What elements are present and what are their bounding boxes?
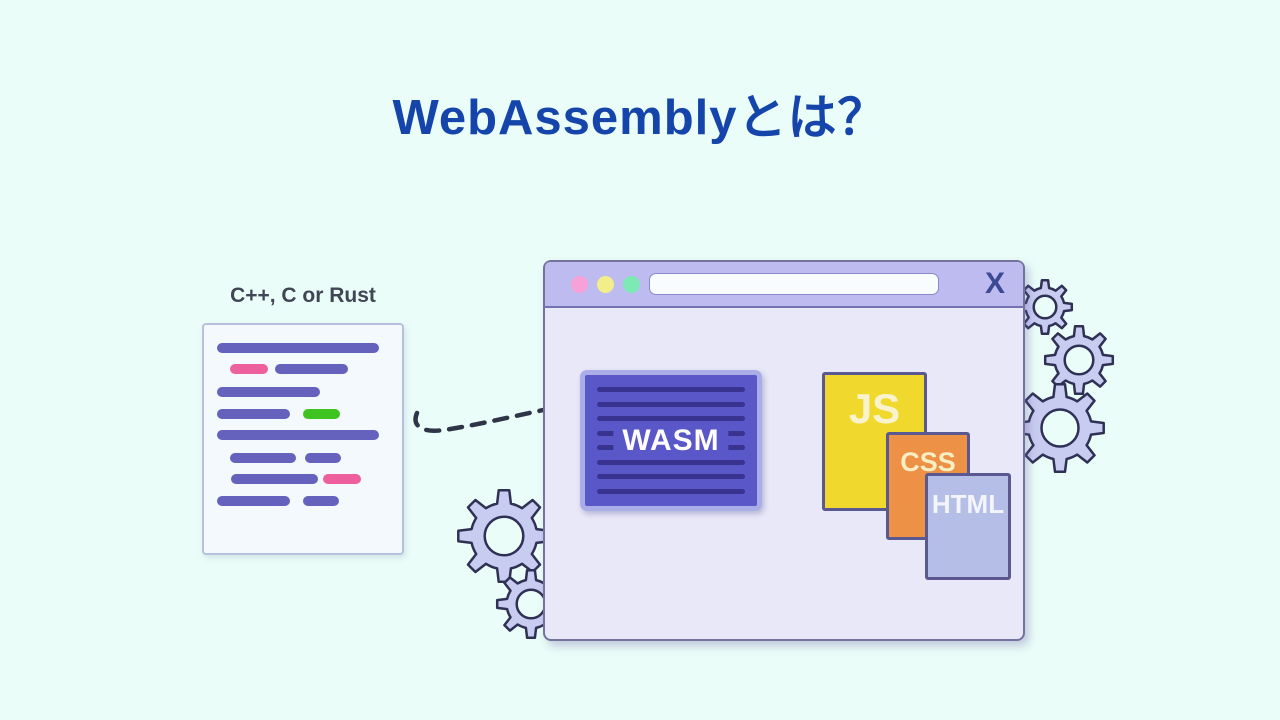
js-card-label: JS (848, 385, 901, 432)
html-card-label: HTML (931, 489, 1005, 519)
code-line-bar (217, 496, 290, 506)
wasm-code-line (597, 488, 745, 494)
address-bar-input[interactable] (649, 273, 939, 295)
window-dot-yellow[interactable] (597, 275, 614, 293)
code-line-bar (217, 430, 379, 440)
wasm-label: WASM (613, 421, 729, 460)
browser-titlebar: X (545, 262, 1023, 308)
code-line-bar (231, 474, 318, 484)
code-line-bar (323, 474, 361, 484)
wasm-code-line (597, 416, 745, 422)
wasm-code-line (597, 401, 745, 407)
css-card-label: CSS (900, 447, 956, 477)
code-line-bar (217, 387, 320, 397)
page-title: WebAssemblyとは？ (392, 91, 888, 145)
code-line-bar (275, 364, 348, 374)
gear-hole (515, 588, 547, 620)
window-dot-green[interactable] (623, 275, 640, 293)
code-line-bar (230, 364, 268, 374)
code-line-bar (217, 409, 290, 419)
wasm-module-panel: WASM (580, 370, 762, 511)
gear-hole (1040, 408, 1080, 448)
source-code-file (202, 323, 404, 555)
wasm-code-line (597, 474, 745, 480)
wasm-code-line (597, 459, 745, 465)
close-window-icon[interactable]: X (984, 267, 1005, 300)
code-line-bar (305, 453, 341, 463)
wasm-code-line (597, 387, 745, 392)
html-card: HTML (925, 473, 1011, 580)
code-line-bar (303, 496, 339, 506)
code-line-bar (303, 409, 340, 419)
window-dot-pink[interactable] (571, 275, 588, 293)
source-language-label: C++, C or Rust (230, 284, 376, 307)
gear-hole (483, 515, 525, 557)
code-line-bar (230, 453, 296, 463)
code-line-bar (217, 343, 379, 353)
gear-hole (1063, 344, 1095, 376)
browser-window: X WASM JS CSS HTML (543, 260, 1025, 641)
gear-hole (1032, 294, 1058, 320)
